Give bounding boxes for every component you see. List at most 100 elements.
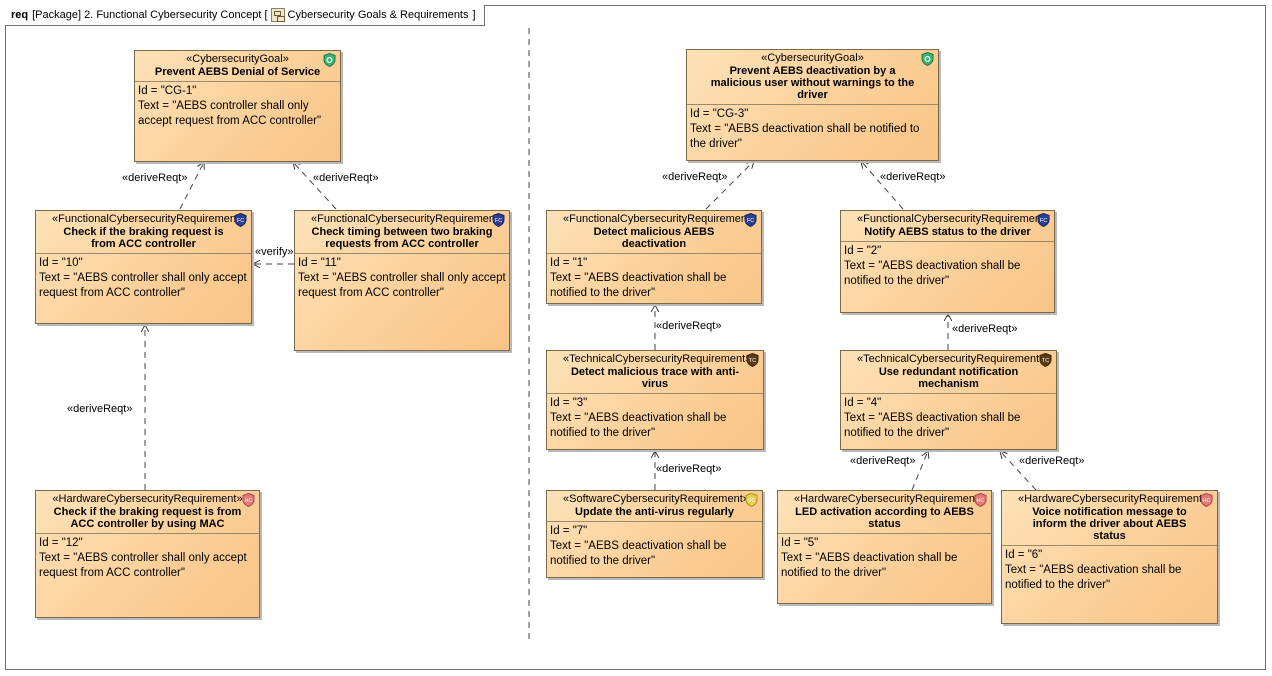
svg-text:TC: TC xyxy=(1042,358,1049,364)
derive-label-r2: «deriveReqt» xyxy=(880,171,946,183)
requirement-box-3[interactable]: «TechnicalCybersecurityRequirement» Dete… xyxy=(546,350,764,450)
stereotype-label: «FunctionalCybersecurityRequirement» xyxy=(857,213,1051,225)
derive-label-r3: «deriveReqt» xyxy=(656,320,722,332)
id-field: Id = "5" xyxy=(781,537,819,549)
requirement-box-2[interactable]: «FunctionalCybersecurityRequirement» Not… xyxy=(840,210,1055,313)
id-field: Id = "1" xyxy=(550,257,588,269)
svg-text:HC: HC xyxy=(1203,498,1211,504)
derive-label-r12: «deriveReqt» xyxy=(67,403,133,415)
element-name: Detect malicious AEBS deactivation xyxy=(593,226,715,250)
functional-badge-icon: FC xyxy=(492,213,505,227)
hardware-badge-icon: HC xyxy=(974,493,987,507)
derive-r6-r4 xyxy=(1000,451,1037,491)
text-field: Text = "AEBS controller shall only accep… xyxy=(39,272,247,299)
text-field: Text = "AEBS controller shall only accep… xyxy=(298,272,506,299)
goal-badge-icon xyxy=(921,52,934,66)
text-field: Text = "AEBS controller shall only accep… xyxy=(39,552,247,579)
text-field: Text = "AEBS deactivation shall be notif… xyxy=(844,412,1021,439)
svg-text:FC: FC xyxy=(1040,218,1047,224)
svg-text:FC: FC xyxy=(747,218,754,224)
element-name: Check timing between two braking request… xyxy=(311,226,493,250)
id-field: Id = "6" xyxy=(1005,549,1043,561)
hardware-badge-icon: HC xyxy=(1200,493,1213,507)
stereotype-label: «SoftwareCybersecurityRequirement» xyxy=(563,493,749,505)
element-name: Notify AEBS status to the driver xyxy=(864,226,1031,238)
id-field: Id = "11" xyxy=(298,257,341,269)
stereotype-label: «CybersecurityGoal» xyxy=(761,52,864,64)
diagram-name: Cybersecurity Goals & Requirements xyxy=(287,9,469,21)
svg-text:FC: FC xyxy=(495,218,502,224)
id-field: Id = "CG-1" xyxy=(138,85,197,97)
stereotype-label: «HardwareCybersecurityRequirement» xyxy=(52,493,243,505)
text-field: Text = "AEBS controller shall only accep… xyxy=(138,100,322,127)
diagram-header-close: ] xyxy=(472,9,476,21)
functional-badge-icon: FC xyxy=(1037,213,1050,227)
requirement-box-1[interactable]: «FunctionalCybersecurityRequirement» Det… xyxy=(546,210,762,304)
stereotype-label: «CybersecurityGoal» xyxy=(186,53,289,65)
diagram-header: req [Package] 2. Functional Cybersecurit… xyxy=(5,5,485,26)
id-field: Id = "4" xyxy=(844,397,882,409)
requirement-box-10[interactable]: «FunctionalCybersecurityRequirement» Che… xyxy=(35,210,252,324)
element-name: Detect malicious trace with anti-virus xyxy=(570,366,740,390)
requirement-box-6[interactable]: «HardwareCybersecurityRequirement» Voice… xyxy=(1001,490,1218,624)
diagram-keyword: req xyxy=(11,9,29,21)
requirement-box-12[interactable]: «HardwareCybersecurityRequirement» Check… xyxy=(35,490,260,618)
software-badge-icon: SC xyxy=(745,493,758,507)
derive-r10-cg1 xyxy=(179,162,204,210)
text-field: Text = "AEBS deactivation shall be notif… xyxy=(1005,564,1182,591)
requirement-box-7[interactable]: «SoftwareCybersecurityRequirement» Updat… xyxy=(546,490,763,578)
derive-label-r7: «deriveReqt» xyxy=(656,463,722,475)
text-field: Text = "AEBS deactivation shall be notif… xyxy=(781,552,958,579)
box-header: «HardwareCybersecurityRequirement» Voice… xyxy=(1002,491,1217,546)
verify-label: «verify» xyxy=(255,246,294,258)
requirement-box-5[interactable]: «HardwareCybersecurityRequirement» LED a… xyxy=(777,490,992,604)
svg-text:HC: HC xyxy=(245,498,253,504)
text-field: Text = "AEBS deactivation shall be notif… xyxy=(550,412,727,439)
stereotype-label: «TechnicalCybersecurityRequirement» xyxy=(563,353,752,365)
derive-r2-cg3 xyxy=(861,161,904,210)
goal-badge-icon xyxy=(323,53,336,67)
id-field: Id = "2" xyxy=(844,245,882,257)
element-name: Prevent AEBS deactivation by a malicious… xyxy=(710,65,915,101)
stereotype-label: «FunctionalCybersecurityRequirement» xyxy=(311,213,505,225)
box-header: «HardwareCybersecurityRequirement» Check… xyxy=(36,491,259,534)
goal-box-cg1[interactable]: «CybersecurityGoal» Prevent AEBS Denial … xyxy=(134,50,341,162)
box-header: «FunctionalCybersecurityRequirement» Che… xyxy=(295,211,509,254)
requirement-box-4[interactable]: «TechnicalCybersecurityRequirement» Use … xyxy=(840,350,1057,450)
technical-badge-icon: TC xyxy=(1039,353,1052,367)
box-header: «FunctionalCybersecurityRequirement» Det… xyxy=(547,211,761,254)
box-header: «FunctionalCybersecurityRequirement» Not… xyxy=(841,211,1054,242)
box-header: «CybersecurityGoal» Prevent AEBS deactiv… xyxy=(687,50,938,105)
derive-label-r4: «deriveReqt» xyxy=(952,323,1018,335)
derive-r11-cg1 xyxy=(293,162,337,210)
diagram-frame xyxy=(5,5,1266,670)
id-field: Id = "CG-3" xyxy=(690,108,749,120)
box-header: «TechnicalCybersecurityRequirement» Use … xyxy=(841,351,1056,394)
text-field: Text = "AEBS deactivation shall be notif… xyxy=(550,540,727,567)
box-header: «CybersecurityGoal» Prevent AEBS Denial … xyxy=(135,51,340,82)
id-field: Id = "3" xyxy=(550,397,588,409)
goal-box-cg3[interactable]: «CybersecurityGoal» Prevent AEBS deactiv… xyxy=(686,49,939,161)
stereotype-label: «HardwareCybersecurityRequirement» xyxy=(1018,493,1209,505)
box-header: «SoftwareCybersecurityRequirement» Updat… xyxy=(547,491,762,522)
id-field: Id = "7" xyxy=(550,525,588,537)
requirement-box-11[interactable]: «FunctionalCybersecurityRequirement» Che… xyxy=(294,210,510,351)
stereotype-label: «TechnicalCybersecurityRequirement» xyxy=(857,353,1046,365)
technical-badge-icon: TC xyxy=(746,353,759,367)
element-name: Use redundant notification mechanism xyxy=(878,366,1019,390)
derive-label-r10: «deriveReqt» xyxy=(122,172,188,184)
svg-text:FC: FC xyxy=(237,218,244,224)
element-name: Update the anti-virus regularly xyxy=(575,506,734,518)
svg-text:TC: TC xyxy=(749,358,756,364)
functional-badge-icon: FC xyxy=(234,213,247,227)
box-header: «HardwareCybersecurityRequirement» LED a… xyxy=(778,491,991,534)
text-field: Text = "AEBS deactivation shall be notif… xyxy=(844,260,1021,287)
id-field: Id = "10" xyxy=(39,257,83,269)
element-name: LED activation according to AEBS status xyxy=(795,506,974,530)
hardware-badge-icon: HC xyxy=(242,493,255,507)
derive-label-r11: «deriveReqt» xyxy=(313,172,379,184)
element-name: Voice notification message to inform the… xyxy=(1032,506,1187,542)
functional-badge-icon: FC xyxy=(744,213,757,227)
svg-text:SC: SC xyxy=(748,498,756,504)
